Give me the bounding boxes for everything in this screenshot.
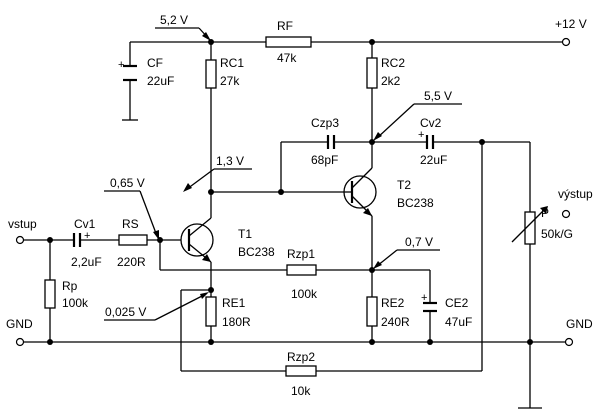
rzp2-value: 10k — [291, 384, 311, 398]
resistor-rc2 — [366, 57, 378, 89]
capacitor-ce2: + — [421, 292, 437, 313]
capacitor-cv1: + — [72, 230, 90, 247]
p-name: P — [541, 206, 549, 220]
t1-value: BC238 — [238, 245, 275, 259]
resistor-rp — [44, 279, 56, 309]
t2-value: BC238 — [397, 196, 434, 210]
t1-name: T1 — [238, 227, 252, 241]
czp3-value: 68pF — [311, 153, 338, 167]
voltage-t1-collector: 1,3 V — [216, 154, 244, 168]
resistor-rzp1 — [286, 264, 317, 276]
resistor-re1 — [205, 296, 217, 327]
rc1-name: RC1 — [220, 56, 244, 70]
svg-text:+: + — [84, 230, 90, 242]
port-output-label: výstup — [558, 187, 593, 201]
re2-name: RE2 — [381, 296, 405, 310]
re1-name: RE1 — [222, 296, 246, 310]
rzp2-name: Rzp2 — [287, 350, 315, 364]
rc1-value: 27k — [220, 74, 240, 88]
supply-label: +12 V — [555, 17, 587, 31]
p-value: 50k/G — [541, 227, 573, 241]
re2-value: 240R — [381, 315, 410, 329]
terminal-output — [561, 209, 571, 219]
czp3-name: Czp3 — [311, 116, 339, 130]
rc2-value: 2k2 — [381, 74, 401, 88]
transistor-t2 — [343, 167, 377, 217]
voltage-t1-base: 0,65 V — [110, 176, 145, 190]
port-gnd-right-label: GND — [566, 317, 593, 331]
rs-name: RS — [122, 217, 139, 231]
resistor-re2 — [366, 296, 378, 327]
rf-name: RF — [277, 19, 293, 33]
voltage-t1-emitter: 0,025 V — [105, 305, 146, 319]
cv2-value: 22uF — [420, 153, 447, 167]
resistor-rf — [265, 36, 312, 48]
junction-dots — [47, 39, 533, 345]
svg-text:+: + — [118, 59, 124, 71]
resistor-rs — [118, 234, 148, 246]
capacitor-czp3 — [326, 135, 336, 149]
cf-value: 22uF — [147, 74, 174, 88]
cf-name: CF — [147, 56, 163, 70]
rp-name: Rp — [62, 279, 78, 293]
terminal-gnd-left — [15, 337, 25, 347]
re1-value: 180R — [222, 315, 251, 329]
capacitor-cf: + — [118, 59, 137, 82]
svg-text:+: + — [418, 129, 424, 141]
potentiometer-p — [511, 206, 548, 245]
terminal-input — [15, 235, 25, 245]
voltage-t2-collector: 5,5 V — [424, 89, 452, 103]
port-input-label: vstup — [8, 217, 37, 231]
svg-text:+: + — [421, 292, 427, 304]
cv1-value: 2,2uF — [71, 255, 102, 269]
cv1-name: Cv1 — [74, 217, 96, 231]
rs-value: 220R — [117, 255, 146, 269]
resistor-rc1 — [205, 59, 217, 89]
cv2-name: Cv2 — [420, 116, 442, 130]
ce2-value: 47uF — [445, 315, 472, 329]
rzp1-name: Rzp1 — [287, 247, 315, 261]
transistor-t1 — [180, 217, 214, 263]
rzp1-value: 100k — [291, 287, 318, 301]
rf-value: 47k — [277, 51, 297, 65]
rp-value: 100k — [62, 296, 89, 310]
ce2-name: CE2 — [445, 296, 469, 310]
terminal-gnd-right — [564, 337, 574, 347]
resistor-rzp2 — [285, 365, 317, 377]
capacitor-cv2: + — [418, 129, 435, 149]
t2-name: T2 — [397, 178, 411, 192]
terminal-supply — [561, 37, 571, 47]
port-gnd-left-label: GND — [6, 317, 33, 331]
rc2-name: RC2 — [381, 56, 405, 70]
voltage-t2-emitter: 0,7 V — [405, 235, 433, 249]
voltage-top-node: 5,2 V — [160, 13, 188, 27]
voltage-arrows — [104, 27, 462, 321]
